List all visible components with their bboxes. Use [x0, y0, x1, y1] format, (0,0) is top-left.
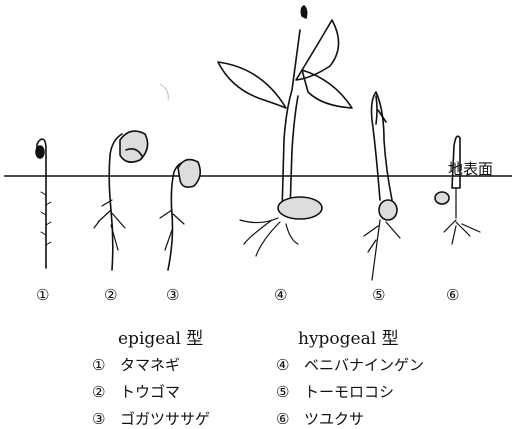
epigeal-title: epigeal 型: [118, 324, 203, 349]
seedling-5-corn: [364, 92, 400, 280]
seedling-4-runner-bean: [218, 6, 352, 256]
plant-number-3: ③: [166, 286, 179, 304]
legend-name: ゴガツササゲ: [120, 410, 210, 428]
legend-name: タマネギ: [120, 356, 180, 374]
legend-number: ②: [92, 383, 120, 401]
plant-number-6: ⑥: [446, 286, 459, 304]
legend-name: ツユクサ: [304, 410, 364, 428]
legend-number: ①: [92, 356, 120, 374]
legend-number: ⑤: [276, 383, 304, 401]
seedling-1-onion: [36, 139, 51, 268]
plant-number-2: ②: [104, 286, 117, 304]
legend-name: トウゴマ: [120, 383, 180, 401]
legend-number: ④: [276, 356, 304, 374]
seedling-6-dayflower: [435, 136, 480, 244]
seedling-2-castor-bean: [94, 131, 148, 270]
legend-name: ベニバナインゲン: [304, 356, 424, 374]
hypogeal-title: hypogeal 型: [298, 324, 399, 349]
plant-number-5: ⑤: [372, 286, 385, 304]
legend-number: ③: [92, 410, 120, 428]
plant-number-1: ①: [36, 286, 49, 304]
plant-number-4: ④: [274, 286, 287, 304]
legend-name: トーモロコシ: [304, 383, 394, 401]
legend-number: ⑥: [276, 410, 304, 428]
ground-surface-label: 地表面: [448, 158, 493, 179]
